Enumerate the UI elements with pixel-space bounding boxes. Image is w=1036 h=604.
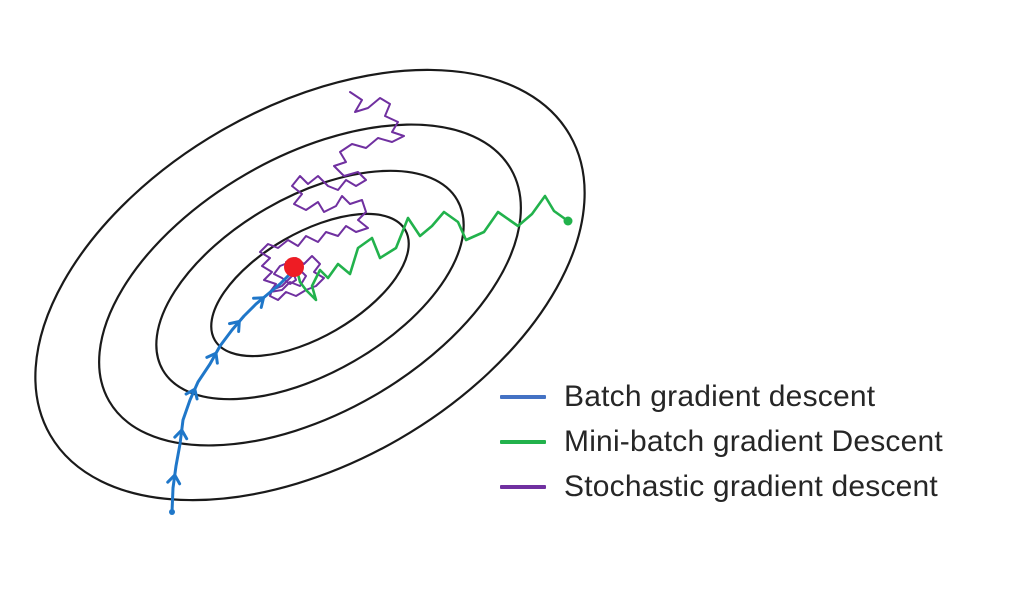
batch-step-arrow-icon (184, 387, 199, 401)
legend-swatch-minibatch (500, 439, 546, 444)
contour-ring-2 (155, 169, 465, 401)
batch-start-point (169, 509, 175, 515)
minibatch-start-point (563, 216, 573, 226)
batch-step-arrow-icon (205, 351, 219, 365)
stochastic-gd-path (259, 91, 405, 301)
minimum-point-icon (284, 257, 304, 277)
legend-item-batch: Batch gradient descent (500, 374, 1020, 419)
loss-contours (34, 68, 586, 502)
legend-label-stochastic: Stochastic gradient descent (564, 469, 938, 503)
batch-step-arrow-icon (228, 319, 241, 333)
legend-label-batch: Batch gradient descent (564, 379, 876, 413)
legend-item-stochastic: Stochastic gradient descent (500, 464, 1020, 509)
contour-ring-outer (34, 68, 586, 502)
contour-ring-inner (210, 212, 410, 358)
batch-step-arrow-icon (252, 296, 266, 309)
batch-gd-arrowheads (166, 296, 266, 486)
batch-step-arrow-icon (173, 428, 189, 441)
legend-item-minibatch: Mini-batch gradient Descent (500, 419, 1020, 464)
legend: Batch gradient descent Mini-batch gradie… (500, 374, 1020, 509)
minibatch-gd-path (294, 194, 570, 302)
batch-step-arrow-icon (166, 473, 182, 486)
legend-swatch-batch (500, 394, 546, 399)
legend-swatch-stochastic (500, 484, 546, 489)
contour-ring-3 (98, 123, 522, 447)
legend-label-minibatch: Mini-batch gradient Descent (564, 424, 943, 458)
